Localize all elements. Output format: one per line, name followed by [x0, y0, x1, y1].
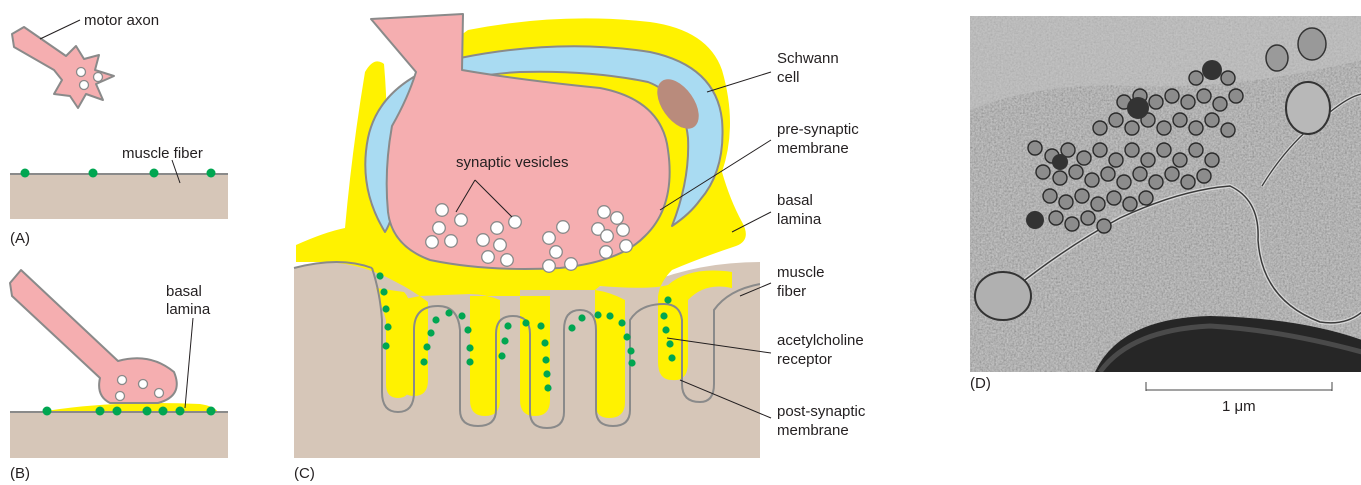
acetylcholine-receptor — [43, 407, 52, 416]
vesicle — [600, 246, 613, 259]
muscle-fiber-a — [10, 174, 228, 219]
presynaptic-membrane-label-2: membrane — [777, 140, 849, 157]
basal-lamina-label-c-2: lamina — [777, 211, 822, 228]
schwann-cell-label: Schwann cell — [777, 50, 843, 86]
vesicle — [611, 212, 624, 225]
vesicle — [436, 204, 449, 217]
basal-lamina-label-b: basal lamina — [166, 283, 211, 318]
basal-lamina-b — [40, 403, 218, 412]
basal-lamina-label-b-2: lamina — [166, 301, 211, 318]
acetylcholine-receptor — [176, 407, 185, 416]
muscle-fiber-label-c-2: fiber — [777, 283, 806, 300]
motor-axon-label: motor axon — [84, 12, 159, 29]
muscle-fiber-label: muscle fiber — [122, 145, 203, 162]
vesicle — [491, 222, 504, 235]
schwann-cell-label-2: cell — [777, 69, 800, 86]
acetylcholine-receptor-label-2: receptor — [777, 351, 832, 368]
panel-label-a: (A) — [10, 230, 30, 247]
vesicle — [477, 234, 490, 247]
vesicle — [455, 214, 468, 227]
postsynaptic-membrane-label: post-synaptic membrane — [777, 403, 870, 439]
vesicle — [433, 222, 446, 235]
vesicle — [116, 392, 125, 401]
acetylcholine-receptor — [21, 169, 30, 178]
electron-micrograph — [970, 16, 1361, 372]
vesicle — [617, 224, 630, 237]
acetylcholine-receptor-label: acetylcholine receptor — [777, 332, 868, 368]
vesicle — [565, 258, 578, 271]
vesicle — [501, 254, 514, 267]
vesicle — [598, 206, 611, 219]
panel-label-c: (C) — [294, 465, 315, 482]
vesicle — [139, 380, 148, 389]
vesicle — [482, 251, 495, 264]
leader-line — [40, 20, 80, 39]
muscle-fiber-b — [10, 412, 228, 458]
vesicle — [118, 376, 127, 385]
vesicle — [543, 260, 556, 273]
acetylcholine-receptor — [207, 169, 216, 178]
acetylcholine-receptor-label-1: acetylcholine — [777, 332, 864, 349]
vesicle — [543, 232, 556, 245]
muscle-fiber-label-c: muscle fiber — [777, 264, 829, 300]
panel-d: 1 μm (D) — [970, 16, 1361, 415]
panel-a: motor axon muscle fiber (A) — [10, 12, 228, 247]
vesicle — [509, 216, 522, 229]
motor-axon-b — [10, 270, 177, 403]
panel-label-d: (D) — [970, 375, 991, 392]
postsynaptic-membrane-label-2: membrane — [777, 422, 849, 439]
vesicle — [426, 236, 439, 249]
vesicle — [550, 246, 563, 259]
basal-lamina-label-c: basal lamina — [777, 192, 822, 228]
acetylcholine-receptor — [96, 407, 105, 416]
panel-label-b: (B) — [10, 465, 30, 482]
scale-bar-label: 1 μm — [1222, 398, 1256, 415]
acetylcholine-receptor — [113, 407, 122, 416]
schwann-cell-label-1: Schwann — [777, 50, 839, 67]
presynaptic-membrane-label-1: pre-synaptic — [777, 121, 859, 138]
motor-axon-a — [12, 27, 114, 108]
vesicle — [601, 230, 614, 243]
acetylcholine-receptor — [159, 407, 168, 416]
vesicle — [557, 221, 570, 234]
postsynaptic-membrane-label-1: post-synaptic — [777, 403, 866, 420]
vesicle — [445, 235, 458, 248]
presynaptic-membrane-label: pre-synaptic membrane — [777, 121, 863, 157]
acetylcholine-receptor — [143, 407, 152, 416]
vesicle — [80, 81, 89, 90]
vesicle — [77, 68, 86, 77]
muscle-fiber-label-c-1: muscle — [777, 264, 825, 281]
panel-b: basal lamina (B) — [10, 270, 228, 482]
scale-bar — [1146, 382, 1332, 391]
vesicle — [94, 73, 103, 82]
vesicle — [155, 389, 164, 398]
vesicle — [620, 240, 633, 253]
acetylcholine-receptor — [89, 169, 98, 178]
leader-line — [185, 318, 193, 408]
vesicle — [494, 239, 507, 252]
panel-c: synaptic vesicles Schwann cell pre-synap… — [294, 14, 870, 482]
basal-lamina-label-b-1: basal — [166, 283, 202, 300]
basal-lamina-label-c-1: basal — [777, 192, 813, 209]
acetylcholine-receptor — [150, 169, 159, 178]
acetylcholine-receptor — [207, 407, 216, 416]
synaptic-vesicles-label: synaptic vesicles — [456, 154, 569, 171]
